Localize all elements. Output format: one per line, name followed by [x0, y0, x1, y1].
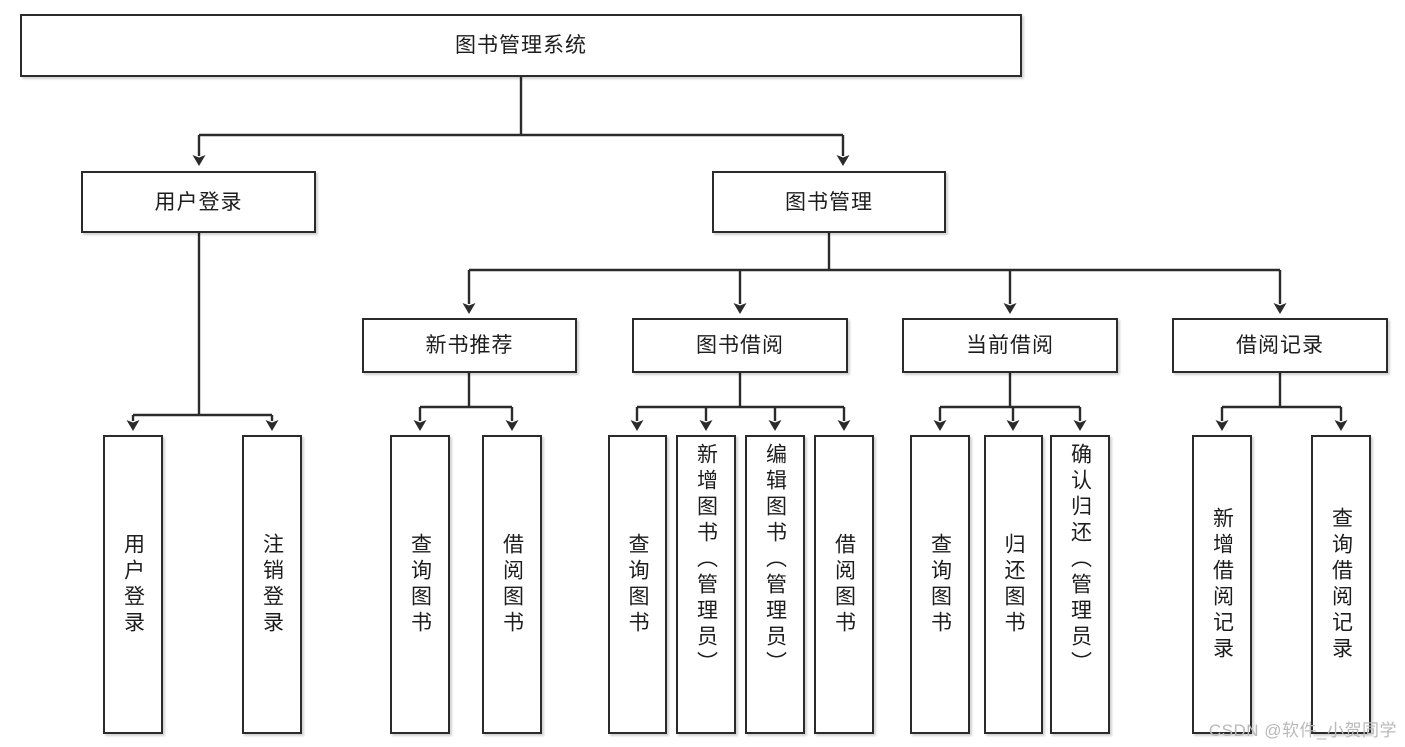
node-borrow-record[interactable]: 借阅记录 [1172, 318, 1388, 373]
node-label: 用户登录 [121, 532, 145, 637]
node-label: 借阅图书 [500, 532, 524, 637]
node-leaf-query-book-borrow[interactable]: 查询图书 [608, 435, 667, 734]
node-leaf-borrow-book-recommend[interactable]: 借阅图书 [482, 435, 542, 734]
node-label: 新增借阅记录 [1210, 506, 1234, 663]
node-label: 归还图书 [1002, 532, 1025, 637]
node-leaf-borrow-book[interactable]: 借阅图书 [814, 435, 874, 734]
node-label: 编辑图书（管理员） [763, 443, 787, 677]
watermark-text: CSDN @软件_小贺同学 [1208, 721, 1397, 740]
node-label: 借阅记录 [1236, 334, 1324, 357]
node-leaf-edit-book-admin[interactable]: 编辑图书（管理员） [745, 435, 805, 734]
node-leaf-query-book-recommend[interactable]: 查询图书 [390, 435, 450, 734]
node-label: 新书推荐 [425, 334, 514, 357]
node-leaf-add-book-admin[interactable]: 新增图书（管理员） [676, 435, 736, 734]
node-book-management[interactable]: 图书管理 [712, 171, 946, 233]
node-leaf-user-login[interactable]: 用户登录 [103, 435, 163, 734]
node-leaf-confirm-return-admin[interactable]: 确认归还（管理员） [1050, 435, 1110, 734]
node-label: 图书借阅 [696, 334, 784, 357]
node-label: 当前借阅 [966, 334, 1054, 357]
node-label: 借阅图书 [832, 532, 856, 637]
node-user-login[interactable]: 用户登录 [81, 171, 316, 233]
node-label: 查询借阅记录 [1329, 506, 1353, 663]
node-label: 图书管理 [785, 190, 873, 214]
node-leaf-return-book[interactable]: 归还图书 [984, 435, 1043, 734]
node-current-borrow[interactable]: 当前借阅 [902, 318, 1118, 373]
node-label: 查询图书 [408, 532, 432, 637]
node-leaf-logout[interactable]: 注销登录 [242, 435, 302, 734]
node-root-book-management-system[interactable]: 图书管理系统 [20, 14, 1022, 77]
node-label: 确认归还（管理员） [1068, 443, 1092, 677]
node-label: 注销登录 [260, 532, 284, 637]
node-label: 新增图书（管理员） [694, 443, 718, 677]
node-label: 用户登录 [154, 190, 243, 214]
node-label: 查询图书 [928, 532, 952, 637]
node-leaf-add-borrow-record[interactable]: 新增借阅记录 [1192, 435, 1252, 734]
node-leaf-query-borrow-record[interactable]: 查询借阅记录 [1311, 435, 1371, 734]
node-label: 查询图书 [626, 532, 649, 637]
node-new-book-recommend[interactable]: 新书推荐 [362, 318, 577, 373]
node-leaf-query-book-current[interactable]: 查询图书 [910, 435, 970, 734]
node-label: 图书管理系统 [455, 34, 587, 57]
node-book-borrow[interactable]: 图书借阅 [632, 318, 848, 373]
